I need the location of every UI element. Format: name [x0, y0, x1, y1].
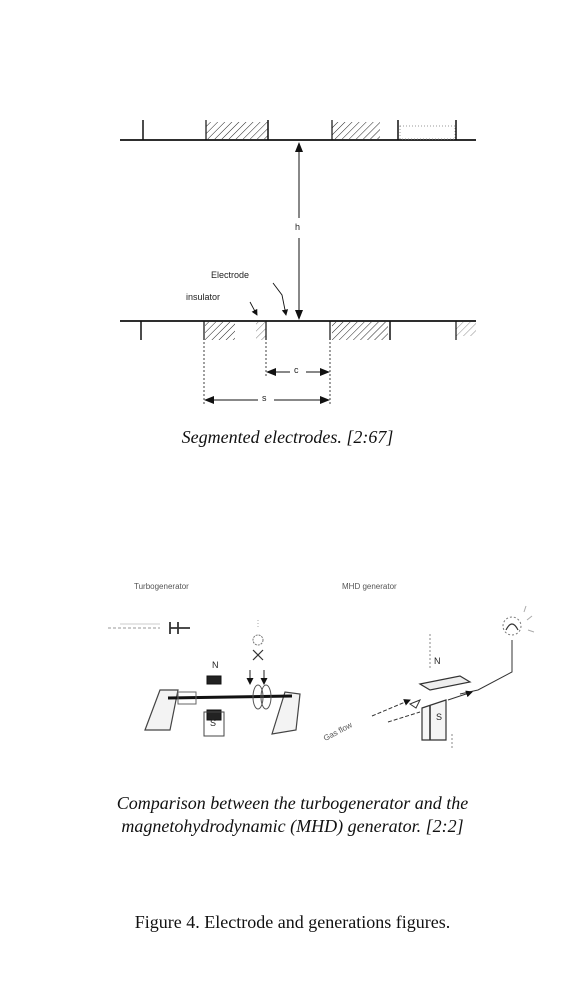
- segmented-electrodes-caption: Segmented electrodes. [2:67]: [181, 427, 394, 447]
- mhd-generator-drawing: [371, 605, 535, 750]
- c-dimension: [265, 342, 331, 406]
- electrode-label: Electrode: [211, 270, 250, 280]
- mhd-n-label: N: [434, 656, 441, 666]
- bottom-electrode-segment: [256, 322, 266, 340]
- s-label: s: [262, 393, 267, 403]
- turbogenerator-n-label: N: [212, 660, 219, 670]
- figure-caption: Figure 4. Electrode and generations figu…: [134, 912, 451, 932]
- s-dimension: [203, 342, 330, 406]
- top-electrode-wall: [120, 120, 476, 141]
- turbogenerator-drawing: [108, 620, 301, 737]
- top-electrode-segment: [206, 122, 268, 139]
- comparison-caption-line1: Comparison between the turbogenerator an…: [116, 793, 469, 813]
- turbogenerator-title: Turbogenerator: [134, 582, 189, 591]
- mhd-generator-title: MHD generator: [342, 582, 397, 591]
- top-electrode-segment-faint: [399, 125, 456, 140]
- turbogenerator-s-label: S: [210, 718, 217, 728]
- insulator-label: insulator: [186, 292, 221, 302]
- mhd-s-label: S: [436, 712, 443, 722]
- bottom-electrode-wall: [120, 320, 476, 340]
- bottom-electrode-segment: [332, 322, 388, 340]
- c-label: c: [294, 365, 299, 375]
- top-electrode-segment: [332, 122, 380, 139]
- label-leaders: [249, 282, 289, 316]
- bottom-electrode-segment: [205, 322, 235, 340]
- comparison-caption-line2: magnetohydrodynamic (MHD) generator. [2:…: [121, 816, 464, 836]
- bottom-electrode-segment: [456, 322, 476, 336]
- h-label: h: [295, 222, 301, 232]
- h-dimension: [295, 142, 303, 320]
